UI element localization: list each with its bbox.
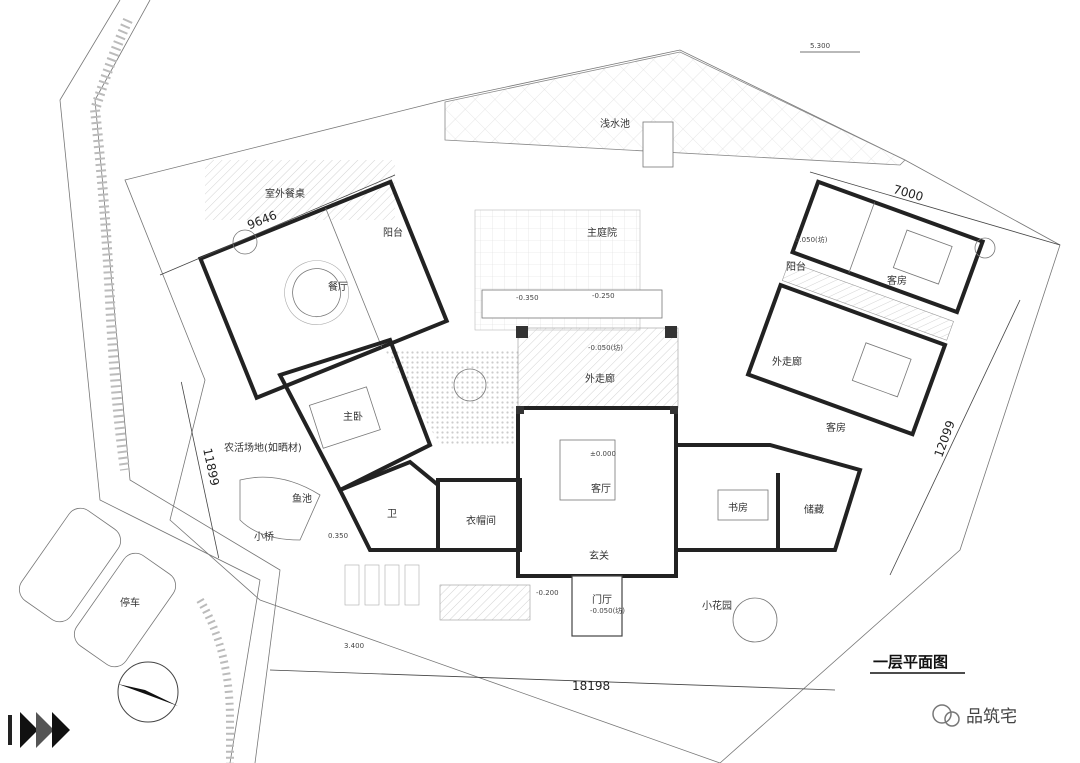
study-storage-walls [674, 443, 863, 552]
guest-wing [745, 179, 986, 437]
stream [59, 0, 281, 763]
pool-step [642, 121, 674, 168]
label-master-bedroom: 主卧 [343, 410, 363, 423]
master-bedroom-walls [277, 337, 433, 493]
dimension-lines [159, 51, 1061, 691]
bathroom-walls [337, 459, 440, 552]
entry-steps [439, 584, 531, 621]
master-bed [308, 386, 381, 449]
level-guest-balcony: 0.050(坊) [795, 235, 828, 244]
label-shallow-pool: 浅水池 [600, 117, 630, 130]
brand-name: 品筑宅 [966, 707, 1017, 727]
study-desk [717, 489, 769, 521]
columns [516, 326, 678, 414]
label-balcony-left: 阳台 [383, 226, 403, 239]
level-courtyard-a: -0.350 [516, 294, 539, 302]
parking-cars [18, 507, 177, 668]
label-small-bridge: 小桥 [254, 531, 274, 543]
label-storage: 储藏 [804, 503, 824, 516]
label-wardrobe: 衣帽间 [466, 514, 496, 527]
level-south: 3.400 [344, 642, 364, 650]
level-courtyard-b: -0.250 [592, 292, 615, 300]
label-fish-pond: 鱼池 [292, 492, 312, 505]
brand-mark [932, 704, 960, 727]
gravel-bed [385, 350, 520, 445]
dim-right: 12099 [932, 419, 958, 460]
north-arrow [117, 661, 179, 723]
dining-wing [197, 179, 450, 401]
courtyard-planter [481, 289, 663, 319]
level-foyer-b: -0.050(坊) [590, 606, 625, 615]
drawing-title: 一层平面图 [873, 653, 948, 671]
dim-bottom: 18198 [572, 679, 610, 693]
label-living-room: 客厅 [591, 482, 611, 495]
bridge-planks [344, 564, 420, 606]
level-corridor: -0.050(坊) [588, 343, 623, 352]
label-entrance: 玄关 [589, 549, 609, 562]
level-living: ±0.000 [590, 450, 616, 458]
shallow-pool [444, 51, 906, 166]
trees [232, 229, 996, 643]
terrace-left [205, 160, 395, 220]
label-main-courtyard: 主庭院 [587, 226, 617, 239]
label-farm-area: 农活场地(如晒材) [224, 441, 302, 454]
label-outer-corridor-right: 外走廊 [772, 355, 802, 368]
label-outer-corridor-center: 外走廊 [585, 372, 615, 385]
label-guest-room-mid: 客房 [826, 421, 846, 434]
label-study: 书房 [728, 501, 748, 514]
label-small-garden: 小花园 [702, 599, 732, 612]
level-north-top: 5.300 [810, 42, 830, 50]
logo-mark [8, 712, 70, 748]
level-foyer-a: -0.200 [536, 589, 559, 597]
label-bathroom: 卫 [387, 509, 397, 520]
dim-left: 11899 [200, 447, 222, 487]
label-outdoor-dining: 室外餐桌 [265, 187, 305, 200]
foyer [571, 575, 623, 637]
label-foyer: 门厅 [592, 593, 612, 606]
label-guest-room-top: 客房 [887, 274, 907, 287]
wardrobe-walls [436, 478, 522, 552]
label-dining: 餐厅 [328, 280, 348, 293]
site-boundary [124, 49, 1061, 763]
outer-corridor-center [517, 327, 679, 409]
label-balcony-right: 阳台 [786, 260, 806, 273]
level-pond: 0.350 [328, 532, 348, 540]
fish-pond [239, 476, 321, 541]
sofa-set [559, 439, 616, 501]
label-parking: 停车 [120, 596, 140, 609]
